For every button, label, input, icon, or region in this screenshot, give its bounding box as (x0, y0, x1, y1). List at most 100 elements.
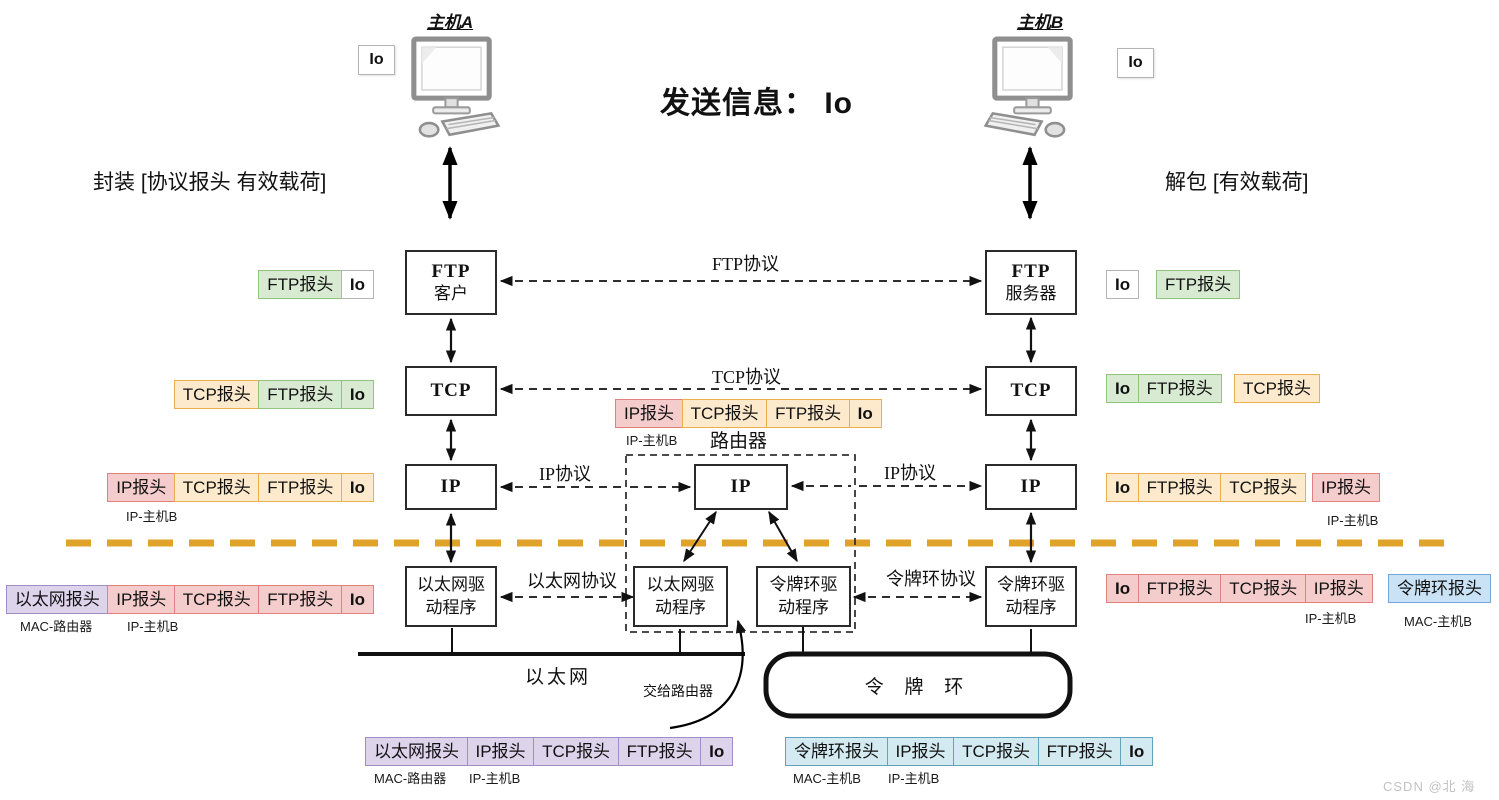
chip-Io: Io (340, 585, 374, 614)
note-right-ip: IP-主机B (1327, 513, 1379, 528)
watermark: CSDN @北 海 (1383, 779, 1476, 794)
handoff-arrow (669, 619, 746, 730)
note-bottom-eth-mac: MAC-路由器 (374, 771, 447, 786)
chip-FTP报头: FTP报头 (258, 585, 343, 614)
packet-right-ip-header: IP报头 (1312, 473, 1381, 502)
layer-box-tcp-left: TCP (405, 366, 497, 416)
layer-box-token-driver-router: 令牌环驱 动程序 (756, 566, 851, 627)
note-left-ip: IP-主机B (126, 509, 178, 524)
encapsulate-label: 封装 [协议报头 有效载荷] (93, 171, 327, 194)
chip-令牌环报头: 令牌环报头 (785, 737, 888, 766)
chip-FTP报头: FTP报头 (1137, 374, 1222, 403)
chip-以太网报头: 以太网报头 (365, 737, 468, 766)
token-driver-router-line1: 令牌环驱 (769, 575, 838, 595)
chip-IP报头: IP报头 (107, 473, 176, 502)
chip-Io: Io (848, 399, 882, 428)
chip-Io: Io (1106, 574, 1140, 603)
token-driver-router-line2: 动程序 (778, 597, 829, 617)
chip-IP报头: IP报头 (615, 399, 684, 428)
layer-box-ip-router: IP (694, 464, 788, 510)
host-b-computer-icon (986, 39, 1071, 136)
chip-FTP报头: FTP报头 (1137, 574, 1222, 603)
token-driver-right-line1: 令牌环驱 (997, 575, 1065, 595)
note-right-token-ip: IP-主机B (1305, 611, 1357, 626)
router-token-ip-arrow (768, 510, 798, 563)
chip-FTP报头: FTP报头 (258, 473, 343, 502)
host-a-label: 主机A (426, 13, 474, 32)
note-left-eth-mac: MAC-路由器 (20, 619, 93, 634)
tcp-left-label: TCP (430, 380, 472, 402)
router-label: 路由器 (710, 431, 768, 452)
chip-Io: Io (700, 737, 734, 766)
layer-box-eth-driver-left: 以太网驱 动程序 (405, 566, 497, 627)
chip-FTP报头: FTP报头 (1137, 473, 1222, 502)
chip-TCP报头: TCP报头 (173, 585, 260, 614)
chip-Io: Io (340, 270, 374, 299)
chip-TCP报头: TCP报头 (953, 737, 1040, 766)
token-driver-right-line2: 动程序 (1005, 597, 1057, 617)
ftp-server-line1: FTP (1011, 260, 1051, 282)
ip-left-label: IP (440, 476, 462, 498)
page-title: 发送信息： Io (660, 87, 853, 120)
layer-box-ftp-server: FTP 服务器 (985, 250, 1077, 315)
eth-driver-left-line2: 动程序 (425, 597, 477, 617)
token-ring-label: 令 牌 环 (864, 677, 972, 698)
layer-box-ftp-client: FTP 客户 (405, 250, 497, 315)
chip-TCP报头: TCP报头 (1220, 574, 1307, 603)
ftp-client-line1: FTP (431, 260, 471, 282)
chip-Io: Io (340, 473, 374, 502)
chip-Io: Io (1106, 374, 1140, 403)
packet-right-ftp-io: Io (1106, 270, 1140, 299)
chip-TCP报头: TCP报头 (173, 473, 260, 502)
packet-right-tcp-header: TCP报头 (1234, 374, 1320, 403)
decapsulate-label: 解包 [有效载荷] (1165, 171, 1309, 194)
layer-box-tcp-right: TCP (985, 366, 1077, 416)
layer-box-ip-left: IP (405, 464, 497, 510)
chip-IP报头: IP报头 (466, 737, 535, 766)
ethernet-label: 以太网 (525, 667, 592, 688)
note-right-token-mac: MAC-主机B (1404, 614, 1472, 629)
router-eth-ip-arrow (683, 510, 717, 563)
chip-FTP报头: FTP报头 (1156, 270, 1241, 299)
host-b-label: 主机B (1016, 13, 1064, 32)
chip-Io: Io (1106, 473, 1140, 502)
chip-令牌环报头: 令牌环报头 (1388, 574, 1491, 603)
ftp-protocol-label: FTP协议 (712, 254, 780, 274)
packet-right-token-header: 令牌环报头 (1388, 574, 1491, 603)
chip-IP报头: IP报头 (107, 585, 176, 614)
host-a-message-box: Io (358, 45, 395, 75)
chip-TCP报头: TCP报头 (173, 380, 260, 409)
chip-FTP报头: FTP报头 (617, 737, 702, 766)
eth-driver-left-line1: 以太网驱 (417, 575, 485, 595)
note-bottom-token-mac: MAC-主机B (793, 771, 861, 786)
ip-right-label: IP (1020, 476, 1042, 498)
eth-driver-router-line2: 动程序 (655, 597, 706, 617)
chip-FTP报头: FTP报头 (1037, 737, 1122, 766)
ftp-client-line2: 客户 (434, 284, 468, 304)
note-left-eth-ip: IP-主机B (127, 619, 179, 634)
host-a-computer-icon (414, 39, 499, 136)
chip-TCP报头: TCP报头 (533, 737, 620, 766)
note-bottom-token-ip: IP-主机B (888, 771, 940, 786)
chip-TCP报头: TCP报头 (681, 399, 768, 428)
chip-FTP报头: FTP报头 (258, 270, 343, 299)
chip-FTP报头: FTP报头 (258, 380, 343, 409)
host-b-message-box: Io (1117, 48, 1154, 78)
layer-box-ip-right: IP (985, 464, 1077, 510)
token-ring-protocol-label: 令牌环协议 (886, 569, 976, 589)
tcp-right-label: TCP (1010, 380, 1052, 402)
ip-router-label: IP (730, 476, 752, 498)
packet-right-ftp-header: FTP报头 (1156, 270, 1241, 299)
tcp-protocol-label: TCP协议 (712, 367, 782, 387)
chip-Io: Io (1106, 270, 1140, 299)
